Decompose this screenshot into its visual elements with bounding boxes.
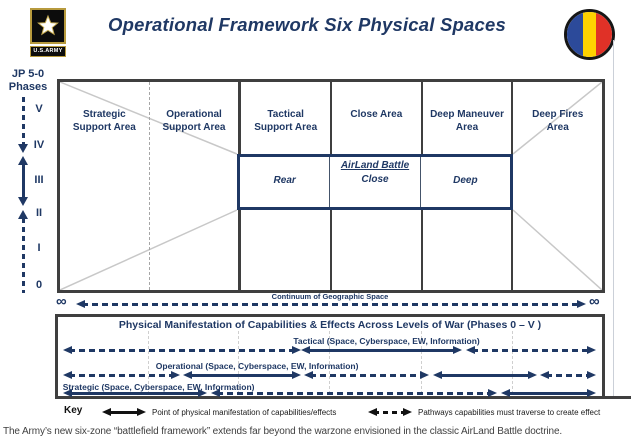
column-guide [420, 331, 422, 394]
phases-arrowhead-up-icon [18, 210, 28, 219]
infinity-right-icon: ∞ [589, 293, 600, 310]
key-dashed-meaning: Pathways capabilities must traverse to c… [418, 408, 601, 417]
column-deep-fires-area: Deep Fires Area [532, 109, 584, 133]
airland-cell-close: AirLand Battle Close [330, 157, 421, 207]
airland-close-label: Close [361, 174, 389, 185]
column-strategic-support-area: Strategic Support Area [60, 82, 150, 290]
phases-dashed-segment-top [22, 97, 25, 144]
diagonal-lines [60, 82, 602, 290]
phases-solid-segment [22, 164, 25, 198]
levels-of-war-box: Physical Manifestation of Capabilities &… [55, 314, 605, 399]
tactical-dashed-arrow [62, 346, 301, 355]
phases-axis-title-line2: Phases [8, 81, 48, 93]
phases-arrowhead-down-icon [18, 144, 28, 153]
phases-arrowhead-down-icon [18, 197, 28, 206]
slide-bottom-edge [603, 396, 631, 399]
roundel-red-stripe [596, 12, 612, 57]
continuum-label: Continuum of Geographic Space [271, 292, 389, 301]
army-star-icon [30, 8, 66, 44]
column-operational-support-area: Operational Support Area [150, 82, 242, 290]
phase-tick-III: III [34, 174, 44, 186]
column-guide [328, 331, 330, 394]
key-solid-meaning: Point of physical manifestation of capab… [152, 408, 337, 417]
continuum-arrow [76, 300, 586, 309]
unit-roundel-icon [564, 9, 615, 60]
column-guide [147, 331, 149, 394]
strategic-solid-arrow [62, 389, 208, 398]
airland-battle-box: Rear AirLand Battle Close Deep [237, 154, 513, 210]
column-guide [512, 331, 514, 394]
operational-dashed-arrow [62, 371, 180, 380]
operational-dashed-arrow [303, 371, 429, 380]
physical-spaces-table: Strategic Support Area Operational Suppo… [57, 79, 605, 293]
levels-box-title: Physical Manifestation of Capabilities &… [118, 319, 542, 331]
operational-row-label: Operational (Space, Cyberspace, EW, Info… [155, 361, 359, 371]
phases-arrowhead-up-icon [18, 156, 28, 165]
airland-cell-deep: Deep [453, 175, 478, 186]
column-guide [237, 331, 239, 394]
us-army-logo: U.S.ARMY [30, 8, 66, 57]
strategic-row-label: Strategic (Space, Cyberspace, EW, Inform… [62, 382, 255, 392]
phases-dashed-segment-bottom [22, 218, 25, 293]
tactical-dashed-arrow [466, 346, 597, 355]
phase-tick-V: V [35, 103, 43, 115]
operational-solid-arrow [183, 371, 302, 380]
tactical-solid-arrow [301, 346, 463, 355]
airland-cell-rear: Rear [240, 157, 331, 207]
phase-tick-I: I [37, 242, 41, 254]
strategic-dashed-arrow [210, 389, 497, 398]
strategic-solid-arrow [500, 389, 596, 398]
operational-dashed-arrow [539, 371, 596, 380]
operational-solid-arrow [432, 371, 537, 380]
page-title: Operational Framework Six Physical Space… [108, 14, 506, 35]
key-label: Key [64, 405, 83, 416]
phases-axis-title-line1: JP 5-0 [11, 68, 45, 80]
phase-tick-IV: IV [33, 139, 45, 151]
army-logo-label: U.S.ARMY [30, 46, 66, 57]
airland-battle-title: AirLand Battle [340, 160, 410, 171]
roundel-yellow-stripe [582, 12, 597, 57]
infinity-left-icon: ∞ [56, 293, 67, 310]
phase-tick-0: 0 [35, 279, 43, 291]
key-dashed-arrow-icon [368, 408, 412, 417]
tactical-row-label: Tactical (Space, Cyberspace, EW, Informa… [293, 336, 480, 346]
caption: The Army’s new six-zone “battlefield fra… [3, 426, 563, 437]
slide-right-edge [613, 40, 614, 398]
roundel-blue-stripe [567, 12, 583, 57]
key-solid-arrow-icon [102, 408, 146, 417]
phase-tick-II: II [35, 207, 43, 219]
